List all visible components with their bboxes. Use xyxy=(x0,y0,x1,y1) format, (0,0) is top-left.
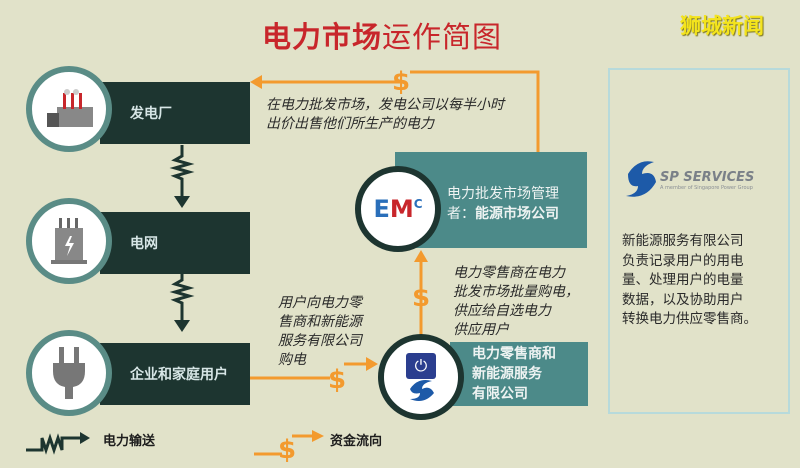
consumers-box: 企业和家庭用户 xyxy=(100,343,250,405)
sp-desc-line: 量、处理用户的电量 xyxy=(622,272,744,288)
sp-desc-line: 数据，以及协助用户 xyxy=(622,291,744,308)
note-line: 购电 xyxy=(278,352,306,368)
note-line: 用户向电力零 xyxy=(278,295,362,311)
plug-icon xyxy=(26,330,112,416)
page-title: 电力市场运作简图 xyxy=(262,14,502,56)
emc-prefix: 者： xyxy=(447,206,475,222)
note-consumer-buy: 用户向电力零 售商和新能源 服务有限公司 购电 xyxy=(278,294,362,370)
plug-badge-icon: ⏻ xyxy=(378,334,464,420)
note-line: 在电力批发市场，发电公司以每半小时 xyxy=(266,97,504,113)
retailers-line2: 新能源服务 xyxy=(472,366,542,382)
sp-desc-line: 新能源服务有限公司 xyxy=(622,233,744,249)
emc-line1: 电力批发市场管理 xyxy=(447,186,559,202)
note-line: 售商和新能源 xyxy=(278,314,362,330)
sp-logo-sub: A member of Singapore Power Group xyxy=(660,184,753,191)
title-light: 运作简图 xyxy=(382,20,503,54)
emc-logo: EMC xyxy=(355,166,441,252)
sp-desc-line: 转换电力供应零售商。 xyxy=(622,311,757,327)
factory-icon xyxy=(26,66,112,152)
sp-services-panel: SP SERVICES A member of Singapore Power … xyxy=(608,68,790,414)
svg-text:$: $ xyxy=(328,365,346,395)
transformer-icon xyxy=(26,198,112,284)
grid-label: 电网 xyxy=(130,236,158,252)
power-plant-label: 发电厂 xyxy=(130,106,172,122)
emc-line2: 者：能源市场公司 xyxy=(447,204,587,224)
note-line: 供应用户 xyxy=(453,322,509,338)
money-flow-legend-icon: $ xyxy=(254,430,324,464)
note-wholesale: 在电力批发市场，发电公司以每半小时 出价出售他们所生产的电力 xyxy=(266,96,504,134)
svg-text:$: $ xyxy=(412,283,430,313)
retailers-box: 电力零售商和 新能源服务 有限公司 xyxy=(450,342,588,406)
svg-text:$: $ xyxy=(392,67,410,97)
legend-power-label: 电力输送 xyxy=(103,434,156,449)
note-line: 批发市场批量购电， xyxy=(453,284,579,300)
note-line: 电力零售商在电力 xyxy=(453,265,565,281)
consumers-label: 企业和家庭用户 xyxy=(130,367,228,383)
power-plant-box: 发电厂 xyxy=(100,82,250,144)
sp-flame-icon xyxy=(626,161,656,197)
legend-money-label: 资金流向 xyxy=(330,434,383,449)
note-retail-buy: 电力零售商在电力 批发市场批量购电， 供应给自选电力 供应用户 xyxy=(453,264,579,340)
retailers-line1: 电力零售商和 xyxy=(472,346,556,362)
power-transmission-legend-icon xyxy=(26,432,90,455)
sp-services-logo: SP SERVICES A member of Singapore Power … xyxy=(622,160,754,200)
sp-description: 新能源服务有限公司 负责记录用户的用电 量、处理用户的电量 数据，以及协助用户 … xyxy=(622,232,757,330)
svg-text:$: $ xyxy=(278,435,296,464)
watermark: 狮城新闻 xyxy=(680,14,764,38)
note-line: 供应给自选电力 xyxy=(453,303,551,319)
note-line: 服务有限公司 xyxy=(278,333,362,349)
sp-desc-line: 负责记录用户的用电 xyxy=(622,252,744,269)
retailers-line3: 有限公司 xyxy=(472,386,528,402)
grid-box: 电网 xyxy=(100,212,250,274)
title-bold: 电力市场 xyxy=(262,20,383,54)
note-line: 出价出售他们所生产的电力 xyxy=(266,116,434,132)
emc-company: 能源市场公司 xyxy=(475,206,559,222)
sp-logo-text: SP SERVICES xyxy=(660,169,755,185)
